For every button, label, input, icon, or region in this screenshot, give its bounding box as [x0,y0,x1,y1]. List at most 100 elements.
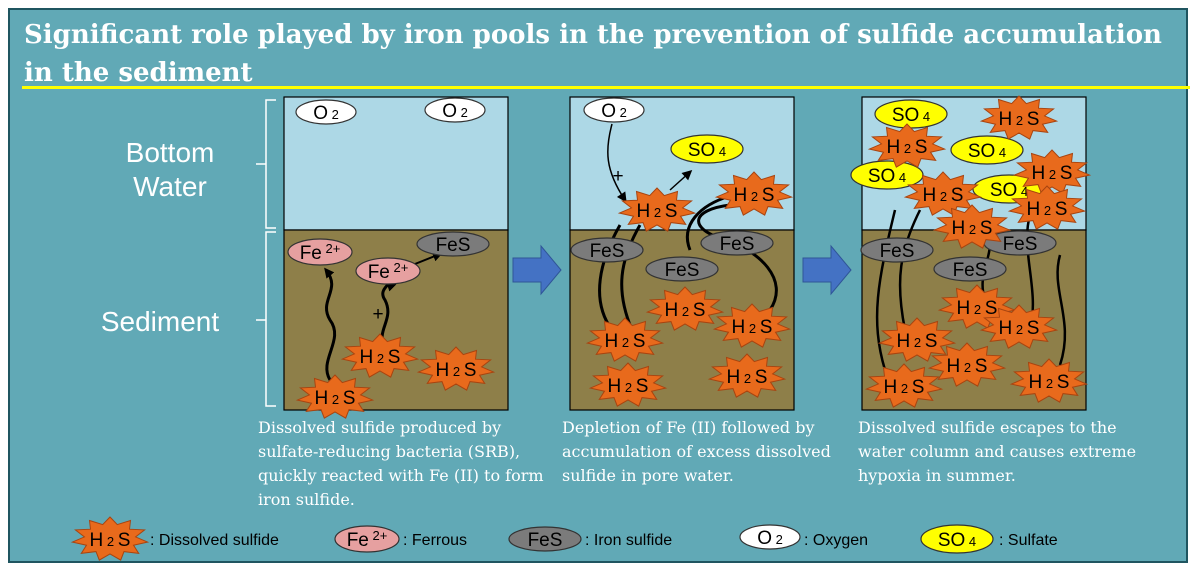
h2s-molecule: H 2 S [979,95,1059,140]
iron-sulfide-molecule: FeS [700,230,774,256]
oxygen-molecule-shape [295,99,357,125]
ferrous-label: Fe 2+ [300,241,341,264]
h2s-molecule: H 2 S [864,363,944,408]
sulfate-molecule: SO 4 [850,160,924,190]
process-arrow-1 [512,244,562,296]
sulfate-molecule-shape [850,160,924,190]
oxygen-label: O 2 [601,101,627,122]
iron-sulfide-label: FeS [665,260,700,281]
h2s-label: H 2 S [884,377,925,398]
oxygen-label: O 2 [313,103,339,124]
h2s-molecule: H 2 S [877,317,957,362]
h2s-label: H 2 S [637,201,678,222]
legend-label-oxygen: : Oxygen [804,532,868,549]
ferrous-label: Fe 2+ [347,528,388,551]
h2s-label: H 2 S [315,388,356,409]
diffusion-path [620,224,642,331]
h2s-starburst [903,171,983,216]
h2s-label: H 2 S [90,530,131,551]
legend-label-sulfate: : Sulfate [999,532,1058,549]
oxygen-molecule: O 2 [583,97,645,123]
h2s-molecule: H 2 S [903,171,983,216]
h2s-label: H 2 S [887,137,928,158]
layer-bracket [256,99,276,407]
diffusion-path [685,194,731,251]
iron-sulfide-molecule-shape [508,526,582,552]
h2s-starburst [864,363,944,408]
h2s-label: H 2 S [436,360,477,381]
h2s-label: H 2 S [957,298,998,319]
h2s-starburst [979,304,1059,349]
legend-label-iron-sulfide: : Iron sulfide [585,532,672,549]
diffusion-path [324,267,337,381]
h2s-molecule: H 2 S [927,342,1007,387]
iron-sulfide-molecule: FeS [933,256,1007,282]
iron-sulfide-molecule-shape [645,256,719,282]
h2s-label: H 2 S [1032,163,1073,184]
h2s-label: H 2 S [923,185,964,206]
h2s-molecule: H 2 S [617,187,697,232]
legend-label-dissolved-sulfide: : Dissolved sulfide [150,532,279,549]
sulfate-molecule-shape [670,134,744,164]
ferrous-label: Fe 2+ [368,260,409,283]
h2s-molecule: H 2 S [340,333,420,378]
h2s-label: H 2 S [727,367,768,388]
h2s-starburst [416,346,496,391]
h2s-starburst [340,333,420,378]
h2s-starburst [927,342,1007,387]
iron-sulfide-molecule: FeS [645,256,719,282]
diffusion-path [1056,254,1067,366]
h2s-label: H 2 S [665,300,706,321]
h2s-molecule: H 2 S [588,362,668,407]
sulfate-label: SO 4 [892,105,930,126]
ferrous-molecule-shape [355,257,421,285]
ferrous-molecule: Fe 2+ [334,525,400,553]
h2s-starburst [877,317,957,362]
h2s-starburst [588,362,668,407]
ferrous-molecule-shape [334,525,400,553]
h2s-label: H 2 S [947,356,988,377]
iron-sulfide-molecule-shape [416,231,490,257]
oxygen-molecule-shape [739,524,801,550]
bracket-sediment [256,231,276,407]
iron-sulfide-molecule: FeS [570,237,644,263]
h2s-starburst [1009,358,1089,403]
ferrous-molecule-shape [287,238,353,266]
h2s-label: H 2 S [897,331,938,352]
h2s-molecule: H 2 S [645,286,725,331]
h2s-label: H 2 S [605,331,646,352]
diffusion-path [380,280,397,349]
sulfate-label: SO 4 [968,141,1006,162]
h2s-molecule: H 2 S [1009,358,1089,403]
iron-sulfide-molecule-shape [570,237,644,263]
ferrous-molecule: Fe 2+ [287,238,353,266]
h2s-molecule: H 2 S [714,171,794,216]
sulfate-molecule-shape [950,135,1024,165]
iron-sulfide-molecule: FeS [508,526,582,552]
h2s-starburst [585,317,665,362]
sulfate-molecule: SO 4 [920,524,994,554]
h2s-label: H 2 S [734,185,775,206]
iron-sulfide-molecule: FeS [860,237,934,263]
iron-sulfide-label: FeS [1003,234,1038,255]
h2s-molecule: H 2 S [1012,149,1092,194]
sulfate-label: SO 4 [688,140,726,161]
sulfate-label: SO 4 [990,180,1028,201]
iron-sulfide-label: FeS [590,241,625,262]
h2s-starburst [1012,149,1092,194]
iron-sulfide-label: FeS [528,530,563,551]
h2s-label: H 2 S [608,376,649,397]
oxygen-molecule: O 2 [295,99,357,125]
caption-panel-3: Dissolved sulfide escapes to the water c… [858,418,1137,485]
oxygen-molecule-shape [583,97,645,123]
h2s-molecule: H 2 S [1007,185,1087,230]
plus-sign: + [612,166,623,187]
sulfate-label: SO 4 [938,530,976,551]
label-bottom-water: Bottom Water [125,137,215,202]
ferrous-molecule: Fe 2+ [355,257,421,285]
